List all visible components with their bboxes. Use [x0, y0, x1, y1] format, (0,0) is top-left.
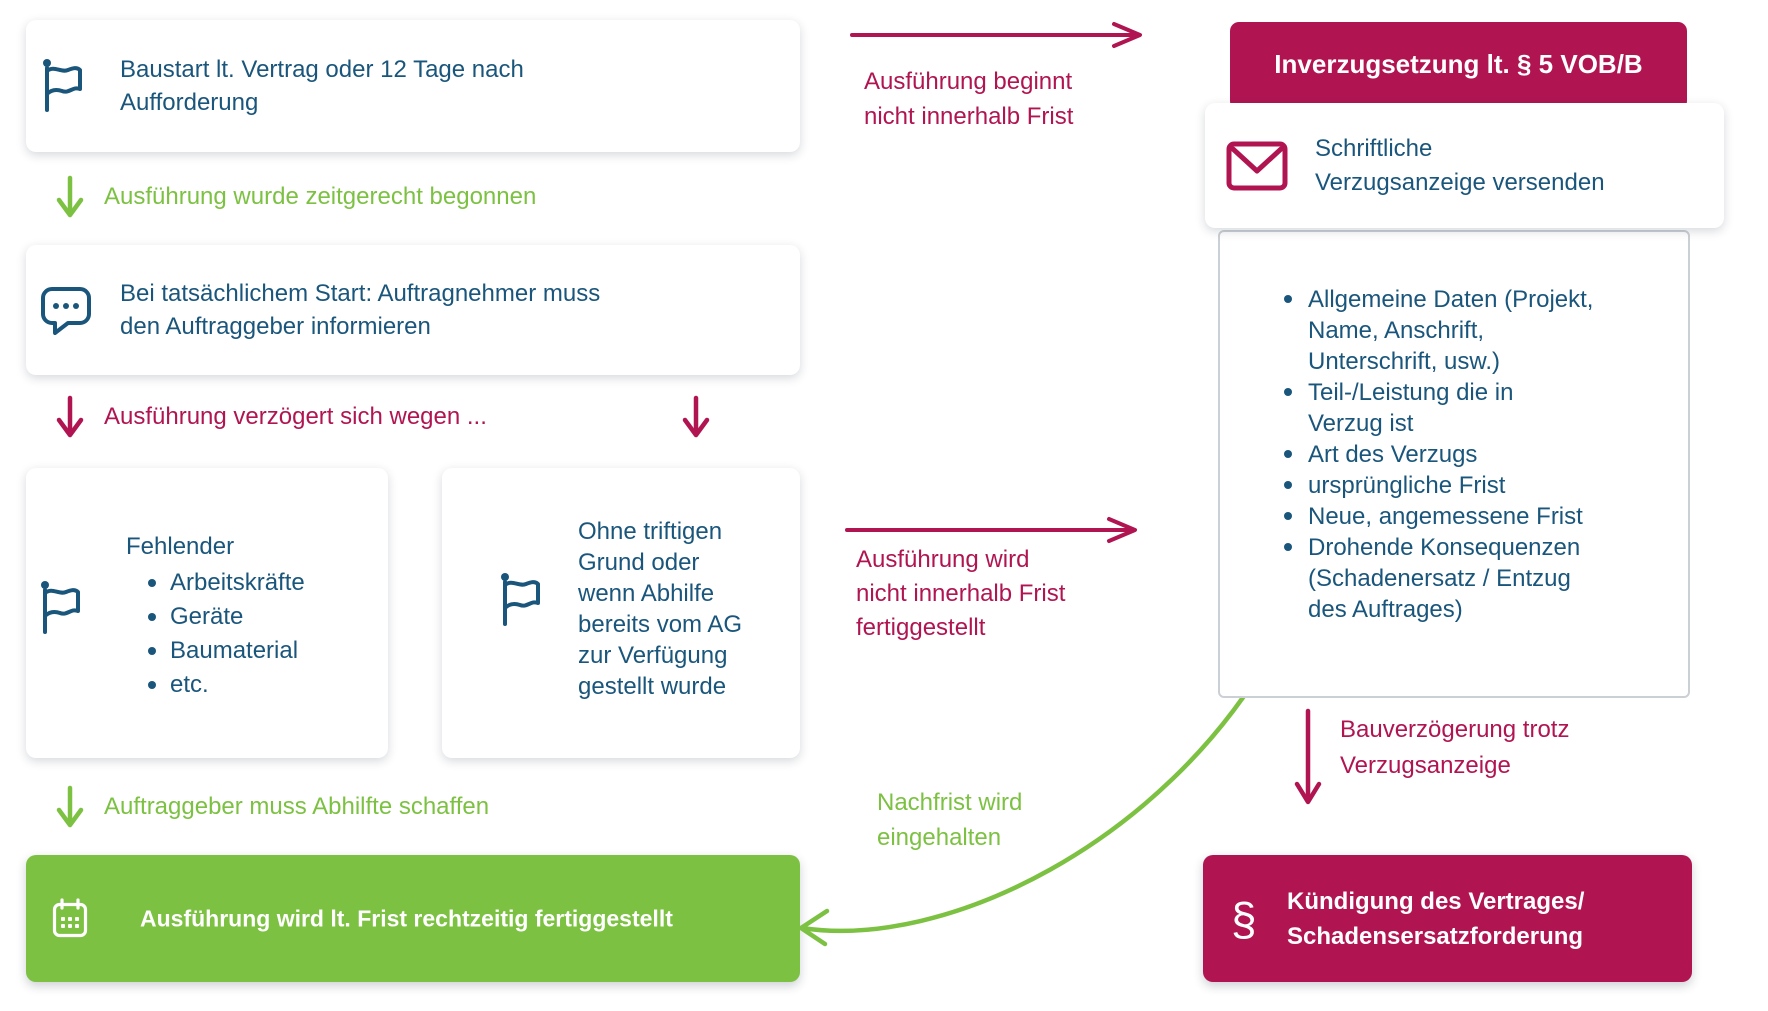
- card-inform: Bei tatsächlichem Start: Auftragnehmer m…: [26, 245, 800, 375]
- success-box-text: Ausführung wird lt. Frist rechtzeitig fe…: [140, 905, 673, 931]
- list-item: Arbeitskräfte: [148, 566, 305, 600]
- arrow-right-mid-icon: [845, 516, 1155, 544]
- card-inform-text: Bei tatsächlichem Start: Auftragnehmer m…: [120, 280, 601, 340]
- card-ohne-grund: Ohne triftigen Grund oder wenn Abhilfe b…: [442, 468, 800, 758]
- list-item: etc.: [148, 668, 305, 702]
- arrow-down-crimson-right-icon: [682, 395, 710, 441]
- termination-box-text: Kündigung des Vertrages/ Schadensersatzf…: [1287, 887, 1585, 950]
- list-item: Neue, angemessene Frist: [1284, 501, 1688, 532]
- arrow-down-crimson-tall-icon: [1294, 708, 1322, 820]
- list-item: Baumaterial: [148, 634, 305, 668]
- card-fehlender-title: Fehlender: [126, 533, 235, 560]
- flag-icon: [498, 570, 544, 628]
- list-item: Teil-/Leistung die in Verzug ist: [1284, 377, 1688, 439]
- label-not-finished-in-time: Ausführung wird nicht innerhalb Frist fe…: [856, 546, 1066, 641]
- arrow-right-top-icon: [850, 21, 1160, 49]
- success-box: Ausführung wird lt. Frist rechtzeitig fe…: [26, 855, 800, 982]
- card-verzugsanzeige: Schriftliche Verzugsanzeige versenden: [1205, 103, 1724, 228]
- card-baustart-text: Baustart lt. Vertrag oder 12 Tage nach A…: [120, 56, 524, 116]
- label-delay-despite-notice: Bauverzögerung trotz Verzugsanzeige: [1340, 716, 1570, 779]
- header-title: Inverzugsetzung lt. § 5 VOB/B: [1274, 48, 1643, 79]
- label-delayed: Ausführung verzögert sich wegen ...: [104, 403, 487, 430]
- arrow-down-crimson-left-icon: [56, 395, 84, 441]
- card-ohne-grund-text: Ohne triftigen Grund oder wenn Abhilfe b…: [578, 518, 743, 700]
- flag-icon: [40, 56, 86, 114]
- notice-content-box: Allgemeine Daten (Projekt, Name, Anschri…: [1218, 230, 1690, 698]
- label-begun: Ausführung wurde zeitgerecht begonnen: [104, 183, 537, 210]
- label-remedy: Auftraggeber muss Abhilfte schaffen: [104, 793, 490, 820]
- list-item: ursprüngliche Frist: [1284, 470, 1688, 501]
- card-fehlender-list: Arbeitskräfte Geräte Baumaterial etc.: [148, 566, 305, 702]
- speech-bubble-icon: [40, 285, 92, 335]
- notice-list: Allgemeine Daten (Projekt, Name, Anschri…: [1284, 284, 1688, 625]
- list-item: Art des Verzugs: [1284, 439, 1688, 470]
- card-verzugsanzeige-text: Schriftliche Verzugsanzeige versenden: [1315, 134, 1605, 196]
- card-baustart: Baustart lt. Vertrag oder 12 Tage nach A…: [26, 20, 800, 152]
- label-grace-period: Nachfrist wird eingehalten: [877, 789, 1023, 851]
- arrow-down-green-icon: [56, 785, 84, 831]
- card-fehlender: Fehlender Arbeitskräfte Geräte Baumateri…: [26, 468, 388, 758]
- label-not-started-in-time: Ausführung beginnt nicht innerhalb Frist: [864, 68, 1074, 130]
- calendar-icon: [52, 898, 88, 939]
- envelope-icon: [1226, 140, 1288, 192]
- flag-icon: [38, 578, 84, 636]
- list-item: Geräte: [148, 600, 305, 634]
- list-item: Drohende Konsequenzen (Schadenersatz / E…: [1284, 532, 1688, 625]
- arrow-down-green-icon: [56, 175, 84, 221]
- termination-box: § Kündigung des Vertrages/ Schadensersat…: [1203, 855, 1692, 982]
- paragraph-icon: §: [1231, 892, 1257, 945]
- curved-arrow-green-icon: [755, 635, 1295, 965]
- header-inverzugsetzung: Inverzugsetzung lt. § 5 VOB/B: [1230, 22, 1687, 110]
- list-item: Allgemeine Daten (Projekt, Name, Anschri…: [1284, 284, 1688, 377]
